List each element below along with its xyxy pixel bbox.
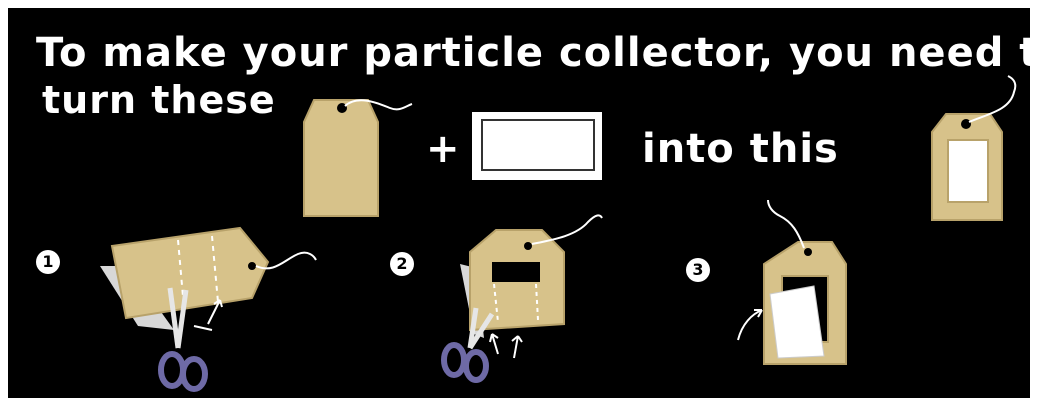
finished-collector-icon (932, 76, 1015, 220)
step-2-illustration (444, 215, 602, 380)
step-3-illustration (738, 200, 846, 364)
illustration-canvas (8, 8, 1030, 398)
instruction-panel: To make your particle collector, you nee… (8, 8, 1030, 398)
white-card-icon (472, 112, 602, 180)
step-1-illustration (100, 228, 316, 389)
paper-tag-icon (304, 100, 412, 216)
